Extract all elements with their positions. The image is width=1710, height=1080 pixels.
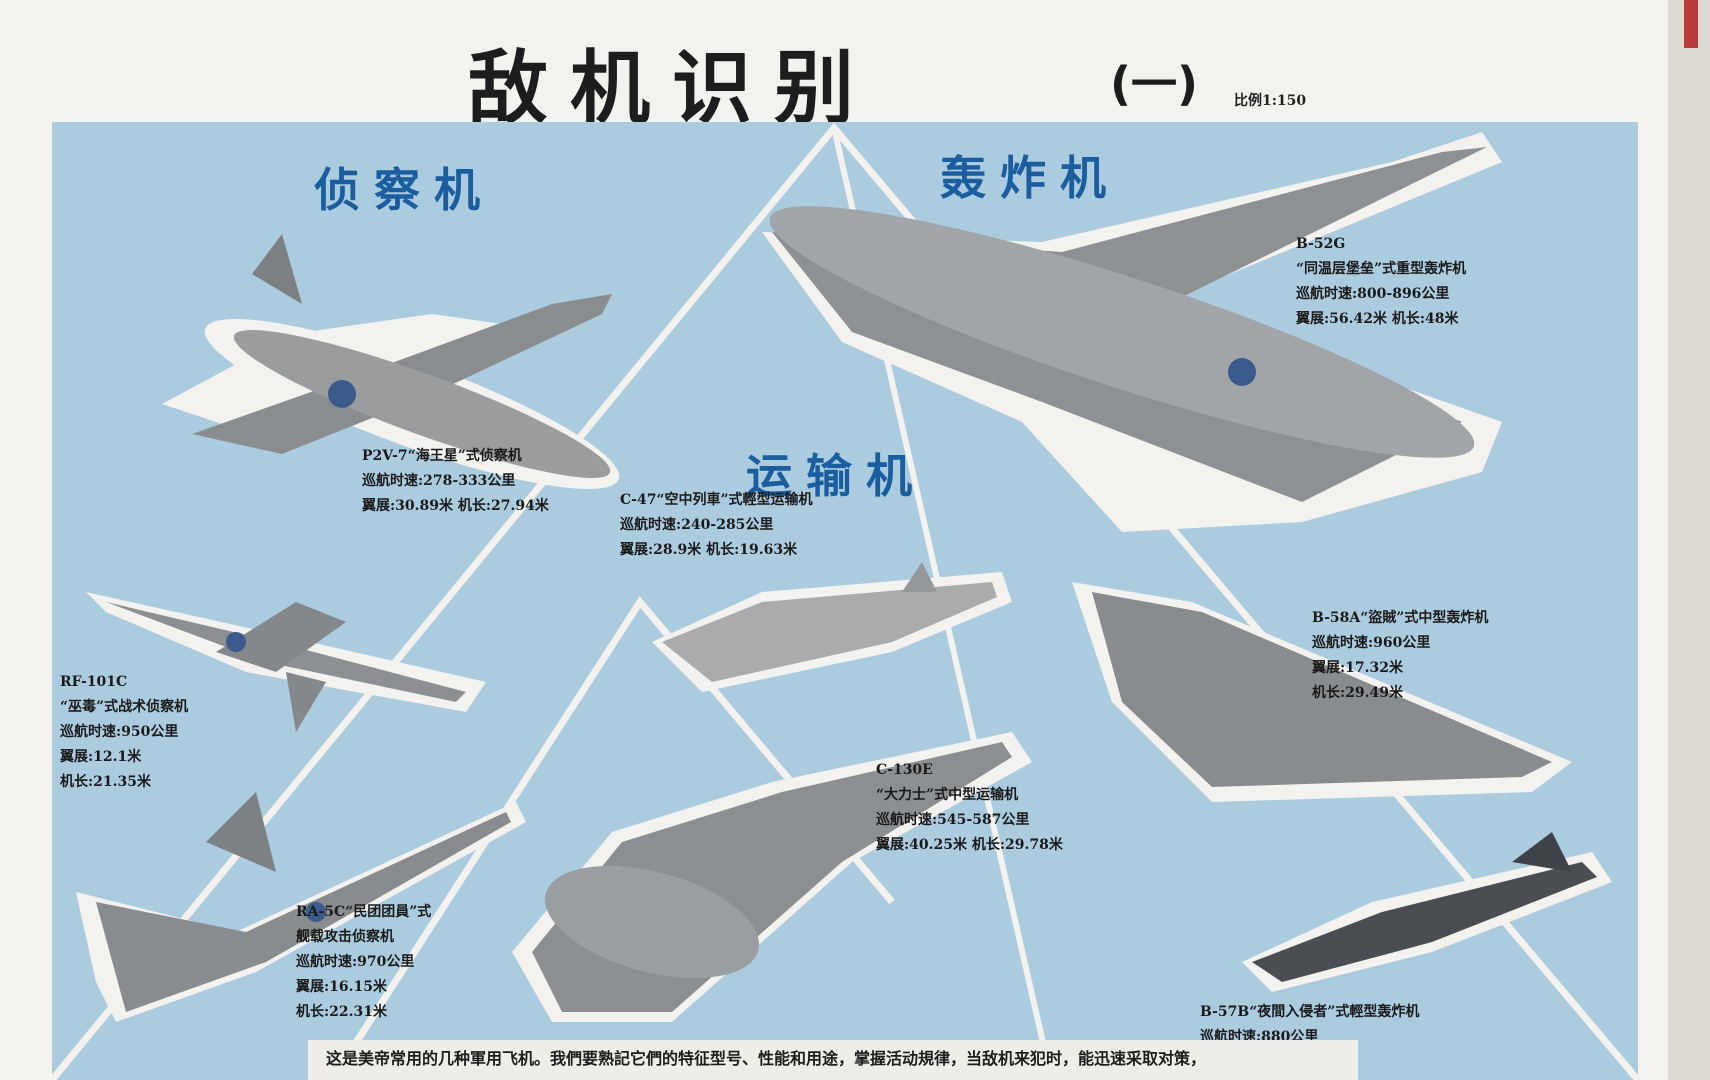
notice-text: 这是美帝常用的几种軍用飞机。我們要熟記它們的特征型号、性能和用途，掌握活动規律，…: [308, 1040, 1358, 1080]
ra5c-name: RA-5C“民团团員”式: [296, 904, 432, 920]
b52g-name: B-52G: [1296, 236, 1346, 252]
c47-spec: C-47“空中列車”式輕型运输机 巡航时速:240-285公里 翼展:28.9米…: [620, 488, 813, 563]
b58a-spec: B-58A“盜賊”式中型轰炸机 巡航时速:960公里 翼展:17.32米 机长:…: [1312, 606, 1488, 706]
b58a-length: 机长:29.49米: [1312, 685, 1404, 701]
c47-name: C-47“空中列車”式輕型运输机: [620, 492, 813, 508]
b52g-speed: 巡航时速:800-896公里: [1296, 286, 1450, 302]
b57b-aircraft-illustration: [1242, 832, 1612, 992]
ra5c-aircraft-illustration: [76, 792, 526, 1022]
poster-title-part: (一): [1110, 57, 1199, 111]
c130e-spec: C-130E “大力士”式中型运输机 巡航时速:545-587公里 翼展:40.…: [876, 758, 1063, 858]
c130e-dimensions: 翼展:40.25米 机长:29.78米: [876, 837, 1063, 853]
ra5c-length: 机长:22.31米: [296, 1004, 388, 1020]
b58a-name: B-58A“盜賊”式中型轰炸机: [1312, 610, 1489, 626]
ra5c-wingspan: 翼展:16.15米: [296, 979, 388, 995]
category-transport: 运输机: [746, 449, 926, 503]
b58a-wingspan: 翼展:17.32米: [1312, 660, 1404, 676]
ra5c-spec: RA-5C“民团团員”式 舰载攻击侦察机 巡航时速:970公里 翼展:16.15…: [296, 900, 431, 1025]
c130e-speed: 巡航时速:545-587公里: [876, 812, 1030, 828]
category-reconnaissance: 侦察机: [314, 163, 494, 217]
scale-label: 比例1:150: [1234, 93, 1307, 109]
c47-aircraft-illustration: [652, 562, 1012, 692]
b52g-spec: B-52G “同温层堡垒”式重型轰炸机 巡航时速:800-896公里 翼展:56…: [1296, 232, 1466, 332]
rf101c-role: “巫毒”式战术侦察机: [60, 699, 189, 715]
b52g-aircraft-illustration: [762, 132, 1502, 532]
p2v7-spec: P2V-7“海王星”式侦察机 巡航时速:278-333公里 翼展:30.89米 …: [362, 444, 549, 519]
c130e-aircraft-illustration: [512, 732, 1032, 1022]
b57b-name: B-57B“夜間入侵者”式輕型轰炸机: [1200, 1004, 1420, 1020]
ra5c-role: 舰载攻击侦察机: [296, 929, 394, 945]
b58a-aircraft-illustration: [1072, 582, 1572, 802]
c130e-name: C-130E: [876, 762, 933, 778]
rf101c-spec: RF-101C “巫毒”式战术侦察机 巡航时速:950公里 翼展:12.1米 机…: [60, 670, 188, 795]
rf101c-length: 机长:21.35米: [60, 774, 152, 790]
ra5c-speed: 巡航时速:970公里: [296, 954, 415, 970]
rf101c-name: RF-101C: [60, 674, 128, 690]
b52g-dimensions: 翼展:56.42米 机长:48米: [1296, 311, 1459, 327]
blue-panel: 侦察机 轰炸机 运输机 P2V-7“海王星”式侦察机 巡航时速:278-333公…: [52, 122, 1638, 1080]
c47-dimensions: 翼展:28.9米 机长:19.63米: [620, 542, 798, 558]
b58a-speed: 巡航时速:960公里: [1312, 635, 1431, 651]
b52g-role: “同温层堡垒”式重型轰炸机: [1296, 261, 1467, 277]
rf101c-speed: 巡航时速:950公里: [60, 724, 179, 740]
rf101c-wingspan: 翼展:12.1米: [60, 749, 142, 765]
poster-edge: [1668, 0, 1710, 1080]
rf101c-aircraft-illustration: [86, 592, 486, 732]
p2v7-name: P2V-7“海王星”式侦察机: [362, 448, 522, 464]
p2v7-aircraft-illustration: [162, 234, 620, 489]
c47-speed: 巡航时速:240-285公里: [620, 517, 774, 533]
p2v7-dimensions: 翼展:30.89米 机长:27.94米: [362, 498, 549, 514]
p2v7-speed: 巡航时速:278-333公里: [362, 473, 516, 489]
poster-title: 敌机识别: [468, 42, 876, 135]
red-mark: [1684, 0, 1698, 48]
category-bomber: 轰炸机: [940, 151, 1120, 205]
c130e-role: “大力士”式中型运输机: [876, 787, 1019, 803]
